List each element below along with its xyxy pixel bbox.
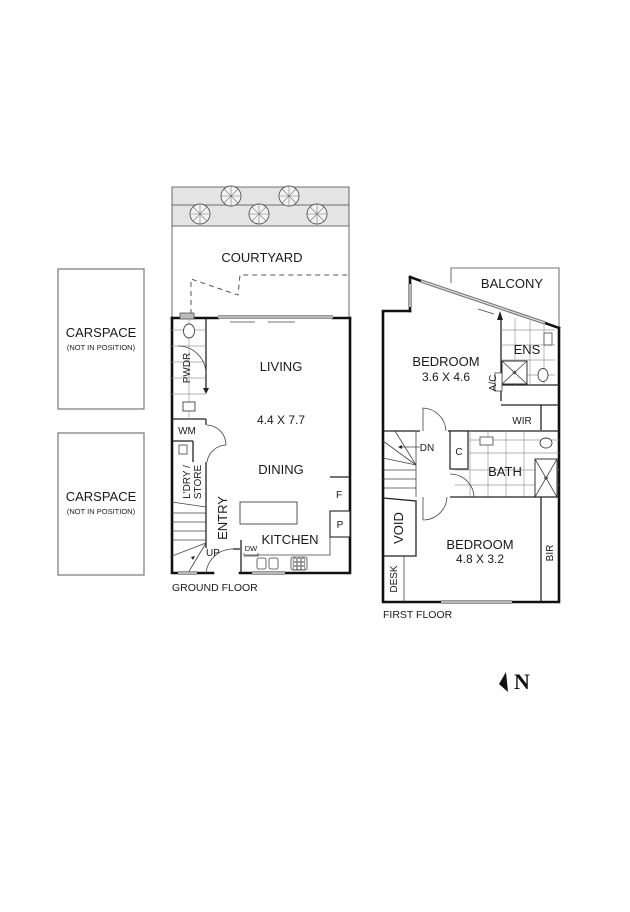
bedroom-2-dimensions: 4.8 X 3.2 [456,552,504,566]
north-arrow-icon [499,672,508,692]
ens-label: ENS [514,342,541,357]
fridge-label: F [336,490,342,501]
ground-floor-title: GROUND FLOOR [172,582,258,594]
living-label: LIVING [260,359,303,374]
pantry-label: P [337,520,344,531]
basin-icon [182,401,196,412]
bir-label: BIR [545,545,556,562]
stairs-icon [382,430,417,497]
carspace-1-label: CARSPACE [66,325,137,340]
living-dimensions: 4.4 X 7.7 [257,413,305,427]
laundry-label: L'DRY / [182,465,193,499]
stairs-icon [171,501,207,574]
carspace-2-note: (NOT IN POSITION) [67,507,136,516]
tub-icon [178,444,188,455]
wm-label: WM [178,426,196,437]
courtyard: COURTYARD [171,185,350,318]
balcony-label: BALCONY [481,276,543,291]
wir-label: WIR [512,416,531,427]
north-label: N [514,669,530,694]
store-label: STORE [193,465,204,500]
stairs-up-label: UP [206,548,220,559]
bedroom-1-label: BEDROOM [412,354,479,369]
stairs-down-label: DN [420,443,434,454]
carspace-1-note: (NOT IN POSITION) [67,343,136,352]
carspace-1: CARSPACE (NOT IN POSITION) [57,268,145,410]
dishwasher-label: DW [245,544,258,553]
ground-floor-plan: PWDR WM L'DRY / STORE UP ENTRY DW [170,312,352,594]
kitchen-label: KITCHEN [261,532,318,547]
void-label: VOID [391,512,406,544]
first-floor-title: FIRST FLOOR [383,609,453,621]
ac-label: A/C [488,375,499,392]
entry-label: ENTRY [215,496,230,540]
pwdr-label: PWDR [182,353,193,384]
courtyard-label: COURTYARD [221,250,302,265]
toilet-icon [537,368,549,382]
sink-icon [256,557,267,570]
bedroom-1-dimensions: 3.6 X 4.6 [422,370,470,384]
bedroom-2-label: BEDROOM [446,537,513,552]
cupboard-label: C [455,447,462,458]
kitchen-island [239,501,298,525]
toilet-icon [183,323,195,339]
first-floor-plan: BALCONY EN [381,267,561,621]
desk-label: DESK [389,565,400,593]
dining-label: DINING [258,462,304,477]
carspace-2: CARSPACE (NOT IN POSITION) [57,432,145,576]
carspace-2-label: CARSPACE [66,489,137,504]
tree-icon [189,185,328,225]
bath-label: BATH [488,464,522,479]
door-swing-icon [177,345,207,375]
north-arrow: N [499,669,530,694]
